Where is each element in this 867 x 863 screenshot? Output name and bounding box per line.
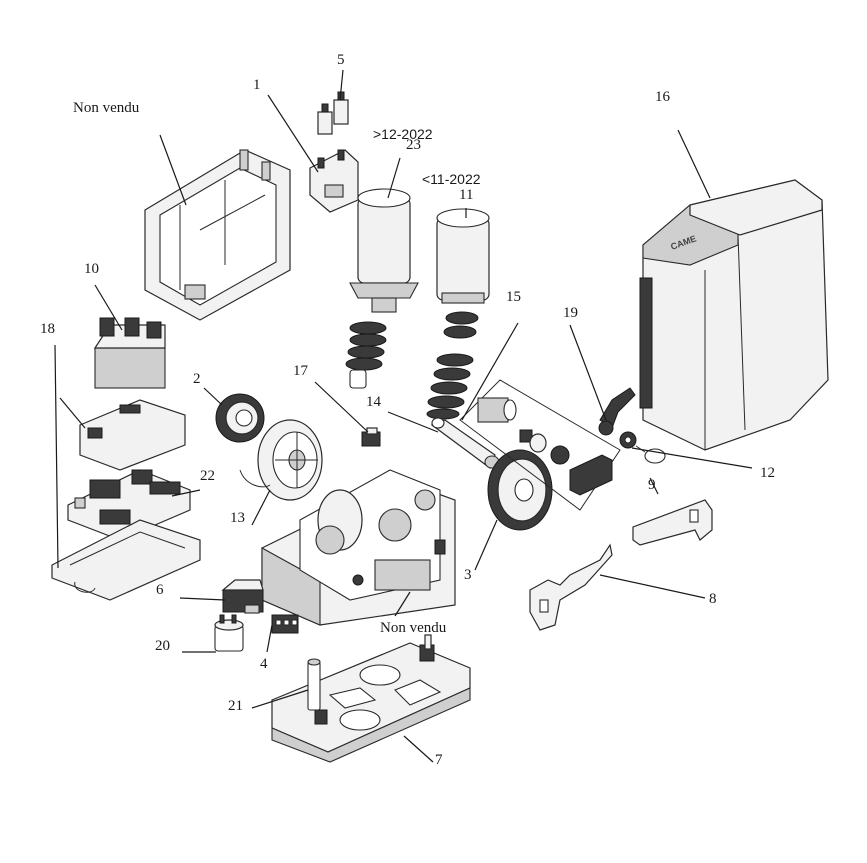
label-part-3: 3 (464, 567, 472, 583)
cover-16-part: CAME (639, 179, 829, 451)
limit-cam-brackets-8-part (529, 499, 713, 631)
motor-11-part (426, 208, 490, 420)
pinion-gear-2-part (215, 393, 265, 443)
terminal-block-5-part (317, 91, 349, 135)
connector-bracket-1-part (309, 149, 359, 213)
label-version-old: <11-2022 (422, 171, 481, 187)
label-version-new: >12-2022 (373, 126, 433, 142)
label-part-5: 5 (337, 52, 345, 68)
capacitor-6-part (221, 579, 264, 614)
label-part-16: 16 (655, 89, 670, 105)
label-part-23: 23 (406, 137, 421, 153)
transformer-10-part (93, 317, 166, 389)
frame-bracket-part (144, 149, 291, 321)
microswitch-17-part (361, 427, 381, 447)
label-part-2: 2 (193, 371, 201, 387)
label-part-21: 21 (228, 698, 243, 714)
terminal-strip-4-part (271, 614, 299, 634)
base-plate-7-part (271, 634, 471, 763)
threaded-rod-21-part (307, 658, 321, 711)
key-9-part (635, 445, 666, 464)
label-part-13: 13 (230, 510, 245, 526)
label-part-17: 17 (293, 363, 308, 379)
cylinder-20-part (214, 614, 244, 652)
label-part-4: 4 (260, 656, 268, 672)
release-lever-19-part (598, 387, 637, 449)
label-part-8: 8 (709, 591, 717, 607)
shaft-14-part (430, 417, 500, 469)
label-part-6: 6 (156, 582, 164, 598)
control-board-assembly-18-part (51, 399, 201, 601)
label-part-19: 19 (563, 305, 578, 321)
label-part-18: 18 (40, 321, 55, 337)
label-part-10: 10 (84, 261, 99, 277)
label-part-1: 1 (253, 77, 261, 93)
leader-lines (54, 69, 753, 763)
label-part-20: 20 (155, 638, 170, 654)
label-part-11: 11 (459, 187, 474, 203)
large-gear-3-part (487, 449, 553, 531)
label-part-7: 7 (435, 752, 443, 768)
motor-23-part (345, 188, 419, 389)
pulley-disk-13-part (239, 419, 323, 501)
label-non-vendu-bottom: Non vendu (380, 620, 447, 636)
label-part-12: 12 (760, 465, 775, 481)
label-part-14: 14 (366, 394, 381, 410)
label-part-15: 15 (506, 289, 521, 305)
label-part-9: 9 (648, 477, 656, 493)
release-mechanism-15-part (459, 379, 621, 511)
label-non-vendu-top: Non vendu (73, 100, 140, 116)
label-part-22: 22 (200, 468, 215, 484)
